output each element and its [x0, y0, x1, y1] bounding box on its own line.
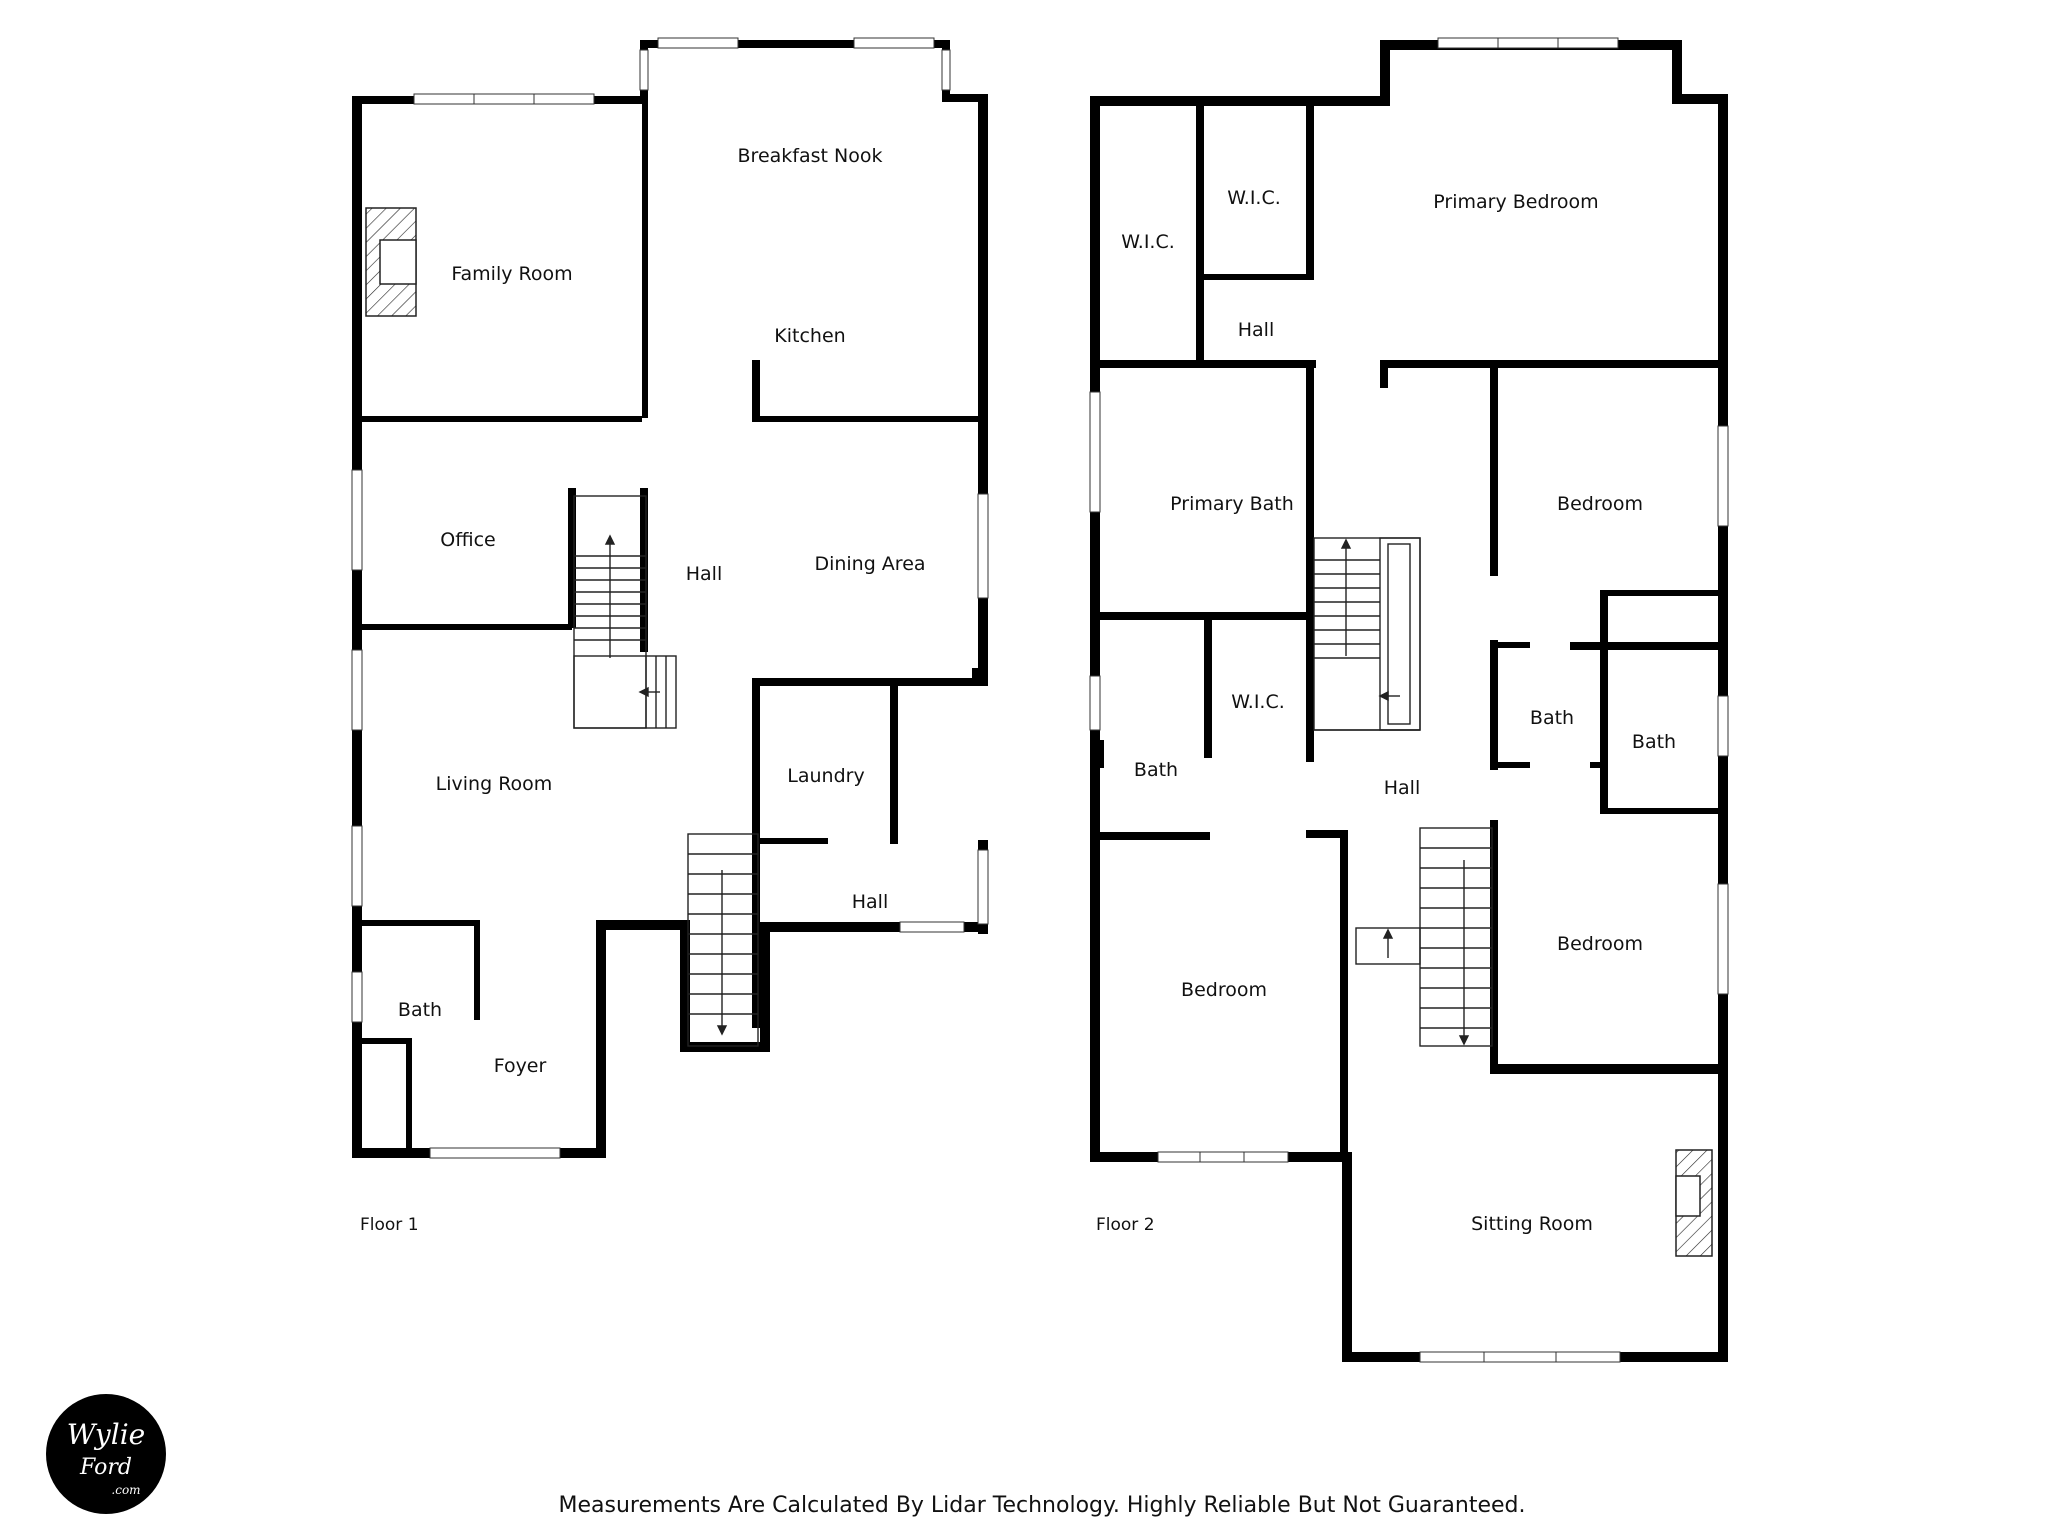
floor-1-label: Floor 1 [360, 1215, 419, 1235]
floor-1-front-stairs-icon [687, 833, 759, 1047]
room-label-laundry: Laundry [787, 765, 864, 787]
floor-1-stairs-icon [573, 495, 677, 729]
floor-2-walls [1090, 40, 1728, 1362]
floor-2-windows [1089, 37, 1729, 1363]
room-label-bedroom-upper-right: Bedroom [1557, 493, 1643, 515]
room-label-office: Office [440, 529, 495, 551]
floor-1-windows [351, 37, 989, 1159]
room-label-dining-area: Dining Area [814, 553, 925, 575]
room-label-hall-center: Hall [1384, 777, 1421, 799]
room-label-wic-left: W.I.C. [1121, 231, 1175, 253]
disclaimer-text: Measurements Are Calculated By Lidar Tec… [558, 1493, 1525, 1518]
room-label-bath-left: Bath [1134, 759, 1178, 781]
room-label-bath-right: Bath [1632, 731, 1676, 753]
floor-2-plan: W.I.C. W.I.C. Primary Bedroom Hall Prima… [1089, 37, 1729, 1363]
room-label-hall: Hall [686, 563, 723, 585]
room-label-primary-bath: Primary Bath [1170, 493, 1294, 515]
floor-2-lower-stairs-icon [1355, 827, 1493, 1047]
floor-2-stairs-icon [1313, 537, 1421, 731]
room-label-foyer: Foyer [494, 1055, 547, 1077]
floor-2-label: Floor 2 [1096, 1215, 1155, 1235]
room-label-bedroom-lower-right: Bedroom [1557, 933, 1643, 955]
room-label-bath: Bath [398, 999, 442, 1021]
floor-1-plan: Family Room Breakfast Nook Kitchen Offic… [351, 37, 989, 1235]
room-label-hall-lower: Hall [852, 891, 889, 913]
room-label-breakfast-nook: Breakfast Nook [738, 145, 883, 167]
floor-1-walls [352, 40, 988, 1158]
room-label-family-room: Family Room [451, 263, 572, 285]
fireplace-icon [1675, 1149, 1713, 1257]
svg-text:.com: .com [111, 1483, 140, 1497]
room-label-primary-bedroom: Primary Bedroom [1433, 191, 1598, 213]
room-label-wic-lower: W.I.C. [1231, 691, 1285, 713]
room-label-bedroom-lower-left: Bedroom [1181, 979, 1267, 1001]
room-label-kitchen: Kitchen [774, 325, 845, 347]
svg-text:Wylie: Wylie [67, 1418, 145, 1451]
room-label-wic-center: W.I.C. [1227, 187, 1281, 209]
fireplace-icon [365, 207, 417, 317]
room-label-sitting-room: Sitting Room [1471, 1213, 1593, 1235]
room-label-bath-center: Bath [1530, 707, 1574, 729]
room-label-hall-upper: Hall [1238, 319, 1275, 341]
wylie-ford-logo: Wylie Ford .com [46, 1394, 166, 1514]
room-label-living-room: Living Room [436, 773, 553, 795]
svg-text:Ford: Ford [79, 1455, 132, 1480]
